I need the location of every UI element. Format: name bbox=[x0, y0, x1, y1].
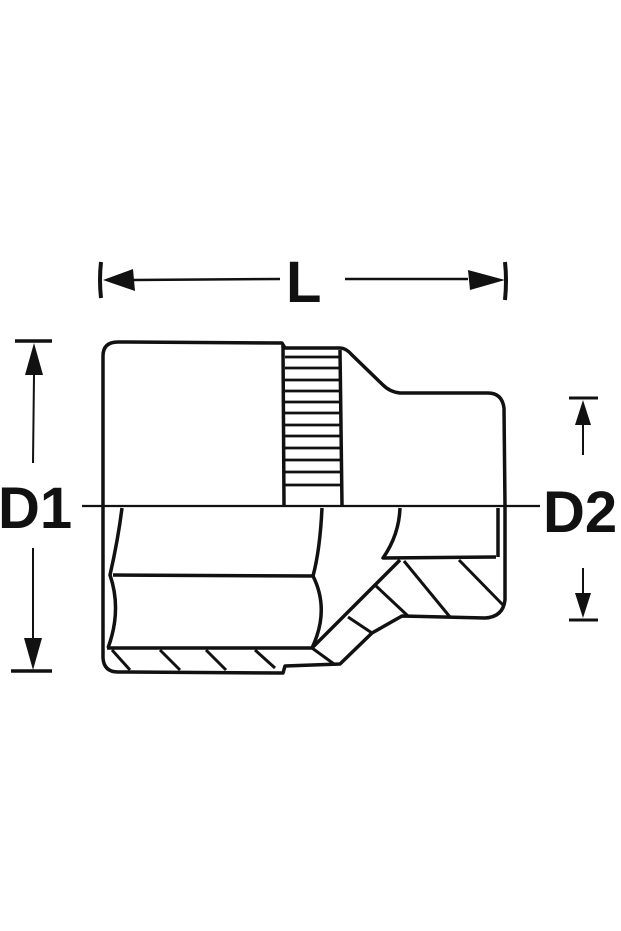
label-d1: D1 bbox=[0, 476, 72, 541]
label-l: L bbox=[286, 250, 321, 315]
dimension-d1 bbox=[11, 339, 52, 673]
dimension-l bbox=[98, 261, 508, 301]
dimension-d2 bbox=[569, 396, 598, 622]
label-d2: D2 bbox=[543, 480, 617, 545]
socket-body bbox=[101, 340, 507, 675]
